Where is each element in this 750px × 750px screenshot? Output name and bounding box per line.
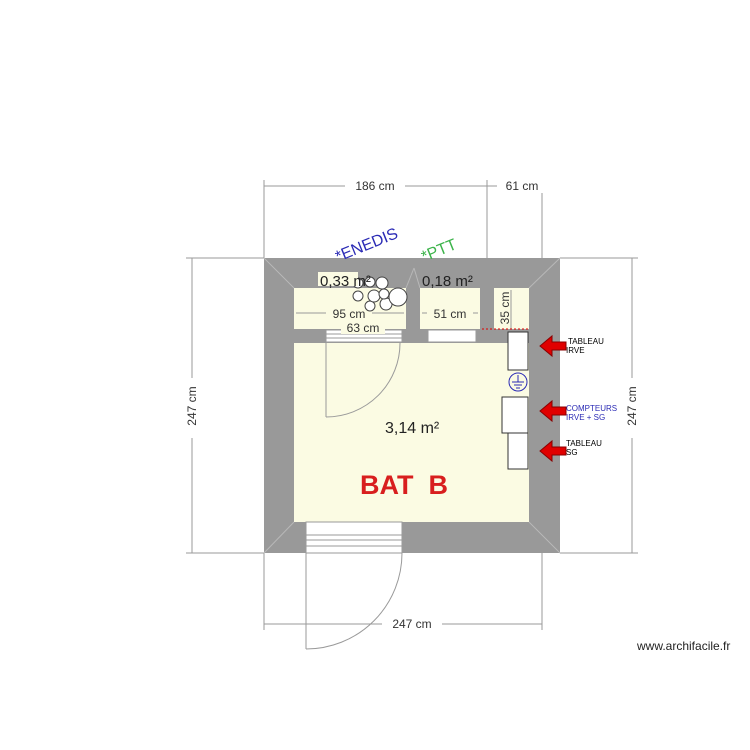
tableau-irve-label-2: IRVE — [566, 346, 585, 355]
ground-symbol-icon — [508, 372, 528, 392]
dim-enedis-width: 95 cm — [333, 307, 366, 321]
tableau-sg-label-1: TABLEAU — [566, 439, 602, 448]
main-room — [294, 343, 529, 522]
electrical-panels — [501, 331, 529, 470]
enedis-area: 0,33 m² — [320, 273, 371, 290]
watermark: www.archifacile.fr — [636, 639, 730, 653]
cable-circles — [352, 276, 408, 312]
dim-ptt-width: 51 cm — [434, 307, 467, 321]
main-area: 3,14 m² — [385, 420, 440, 437]
dim-corridor-depth: 35 cm — [498, 292, 512, 325]
ptt-area: 0,18 m² — [422, 273, 473, 290]
dim-top-right: 61 cm — [506, 179, 539, 193]
arrow-icon — [539, 399, 567, 423]
dim-bottom: 247 cm — [392, 617, 431, 631]
red-arrows — [539, 334, 567, 463]
dim-top-left: 186 cm — [355, 179, 394, 193]
dim-door-width: 63 cm — [347, 321, 380, 335]
compteurs-label-1: COMPTEURS — [566, 404, 617, 413]
wall-corner-lines — [263, 257, 561, 554]
arrow-icon — [539, 334, 567, 358]
building-name: BAT B — [360, 470, 448, 500]
entrance-door — [305, 552, 403, 650]
dim-right: 247 cm — [625, 386, 639, 425]
entrance-opening — [305, 521, 403, 554]
dim-left: 247 cm — [185, 386, 199, 425]
tableau-sg-label-2: SG — [566, 448, 578, 457]
interior-door — [325, 342, 401, 418]
compteurs-label-2: IRVE + SG — [566, 413, 605, 422]
arrow-icon — [539, 439, 567, 463]
tableau-irve-label-1: TABLEAU — [568, 337, 604, 346]
